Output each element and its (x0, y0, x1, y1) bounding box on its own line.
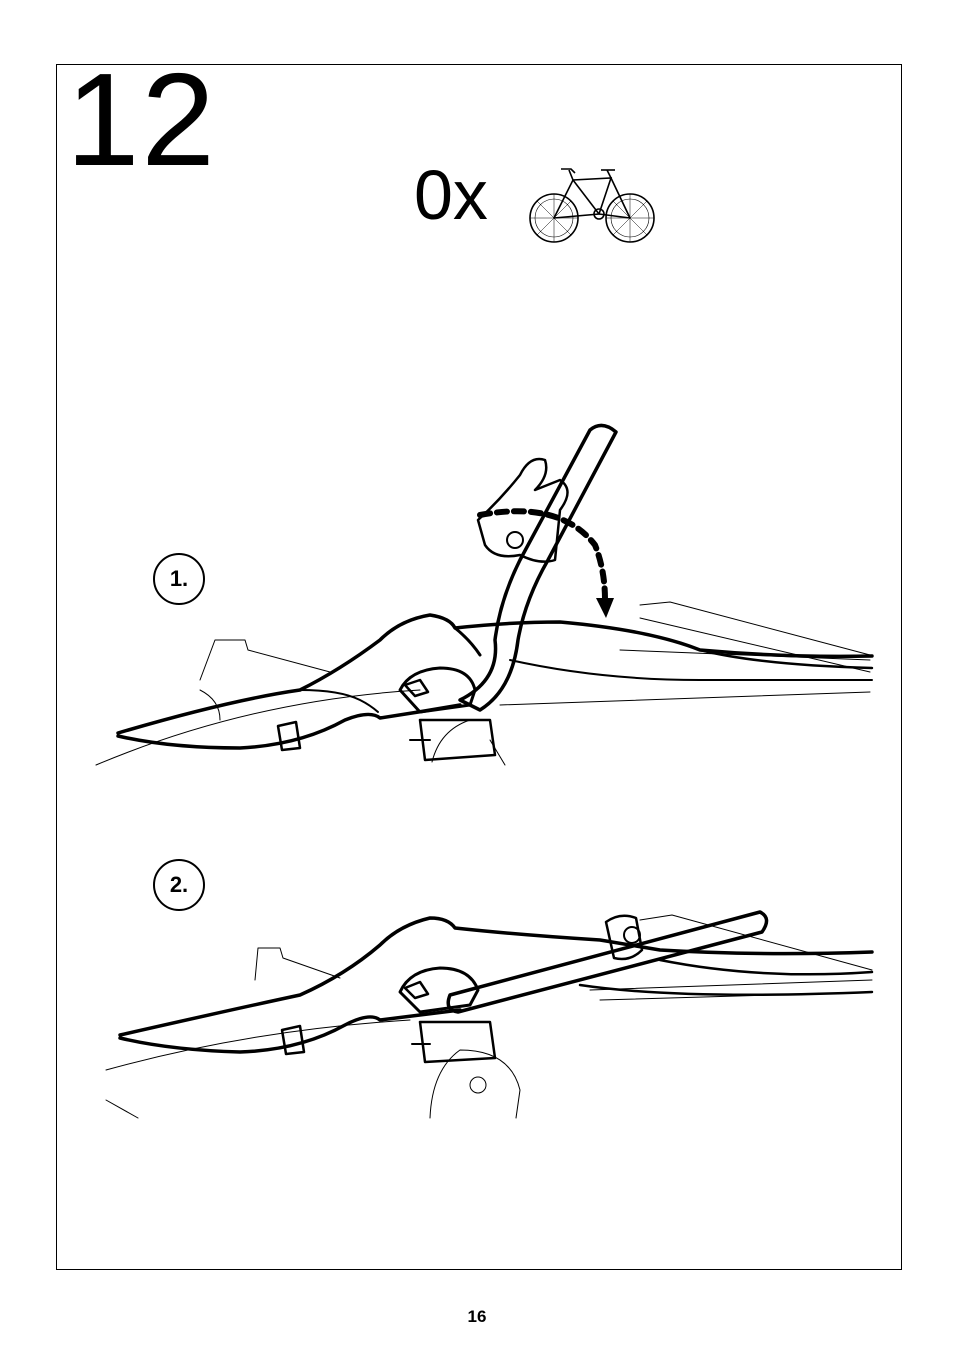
page-number: 16 (0, 1307, 954, 1327)
